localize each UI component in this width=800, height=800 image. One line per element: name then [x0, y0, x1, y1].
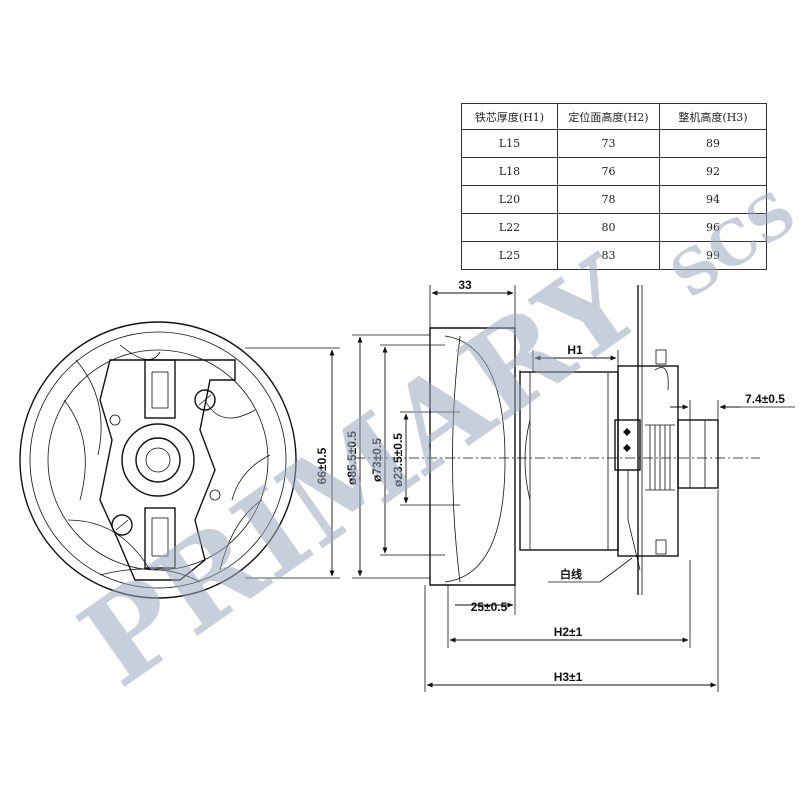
- table-cell: 99: [659, 241, 767, 270]
- dim-h2-label: H2±1: [554, 625, 583, 639]
- dim-h3: H3±1: [424, 490, 719, 692]
- table-row: L22 80 96: [461, 213, 767, 242]
- screw-bottom: [655, 539, 667, 555]
- armature-curve: [524, 419, 531, 501]
- dim-23-5-label: ø23.5±0.5: [391, 433, 405, 487]
- watermark: PRIMARY SCS: [56, 178, 800, 713]
- table-row: L20 78 94: [461, 185, 767, 214]
- hub-outer: [121, 423, 195, 497]
- table-cell: 92: [659, 157, 767, 186]
- upper-brush-holder: [144, 359, 176, 419]
- hub-middle: [135, 437, 181, 483]
- table-row: L18 76 92: [461, 157, 767, 186]
- screw-head-lower: [111, 514, 133, 536]
- table-cell: L18: [461, 157, 558, 186]
- vane-ring-circle: [47, 349, 269, 571]
- screw-top: [655, 349, 667, 365]
- dim-85-5: ø85.5±0.5: [345, 334, 430, 579]
- dim-h1: H1: [532, 343, 619, 372]
- dim-h2: H2±1: [447, 560, 691, 648]
- bearing-housing: [677, 419, 719, 489]
- upper-brush-slot: [151, 371, 169, 409]
- dim-85-5-label: ø85.5±0.5: [345, 431, 359, 485]
- col-header-core-thickness: 铁芯厚度(H1): [461, 103, 558, 130]
- commutator-coil: [645, 424, 675, 491]
- lead-wire-label: 白线: [560, 567, 582, 581]
- outer-shroud-circle: [19, 321, 297, 599]
- table-cell: L20: [461, 185, 558, 214]
- table-row: L25 83 99: [461, 241, 767, 270]
- lead-wire-top: [654, 367, 669, 391]
- spec-table: 铁芯厚度(H1) 定位面高度(H2) 整机高度(H3) L15 73 89 L1…: [461, 103, 767, 270]
- col-header-locating-height: 定位面高度(H2): [557, 103, 660, 130]
- table-cell: L22: [461, 213, 558, 242]
- table-cell: 73: [557, 129, 660, 158]
- rivet: [209, 489, 221, 501]
- table-cell: 96: [659, 213, 767, 242]
- dim-73-label: ø73±0.5: [370, 438, 384, 482]
- dim-66: 66±0.5: [245, 347, 340, 579]
- table-cell: L25: [461, 241, 558, 270]
- end-bracket: [617, 365, 679, 557]
- dim-h1-label: H1: [567, 343, 583, 357]
- dim-h3-label: H3±1: [554, 670, 583, 684]
- dim-25-label: 25±0.5: [471, 600, 508, 614]
- lead-wire: [627, 470, 641, 571]
- dim-73: ø73±0.5: [370, 344, 445, 556]
- screw-head-upper: [194, 389, 216, 411]
- impeller-vanes: [63, 344, 271, 583]
- dim-33: 33: [429, 278, 516, 328]
- col-header-total-height: 整机高度(H3): [659, 103, 767, 130]
- front-view: [19, 321, 297, 599]
- terminal-block: [614, 419, 641, 471]
- terminal-diamond-icon: [623, 444, 631, 452]
- table-cell: 83: [557, 241, 660, 270]
- table-header-row: 铁芯厚度(H1) 定位面高度(H2) 整机高度(H3): [461, 103, 767, 130]
- hub-bore: [145, 447, 171, 473]
- table-cell: 94: [659, 185, 767, 214]
- table-cell: 78: [557, 185, 660, 214]
- brush-bracket: [99, 359, 236, 581]
- dim-33-label: 33: [458, 278, 472, 292]
- watermark-sub: SCS: [658, 178, 800, 312]
- dim-23-5: ø23.5±0.5: [391, 411, 460, 506]
- dim-7-4-label: 7.4±0.5: [745, 392, 785, 406]
- dim-66-label: 66±0.5: [315, 447, 329, 484]
- inner-shroud-circle: [29, 331, 287, 589]
- lead-callout: 白线: [548, 557, 633, 583]
- fan-shroud-curve: [444, 335, 506, 583]
- fan-shroud-face: [452, 335, 461, 583]
- terminal-diamond-icon: [623, 428, 631, 436]
- dim-7-4: 7.4±0.5: [670, 392, 795, 420]
- lower-brush-slot: [151, 517, 169, 557]
- rivet: [109, 414, 121, 426]
- dim-25: 25±0.5: [455, 585, 516, 615]
- table-cell: 89: [659, 129, 767, 158]
- lower-brush-holder: [144, 507, 176, 569]
